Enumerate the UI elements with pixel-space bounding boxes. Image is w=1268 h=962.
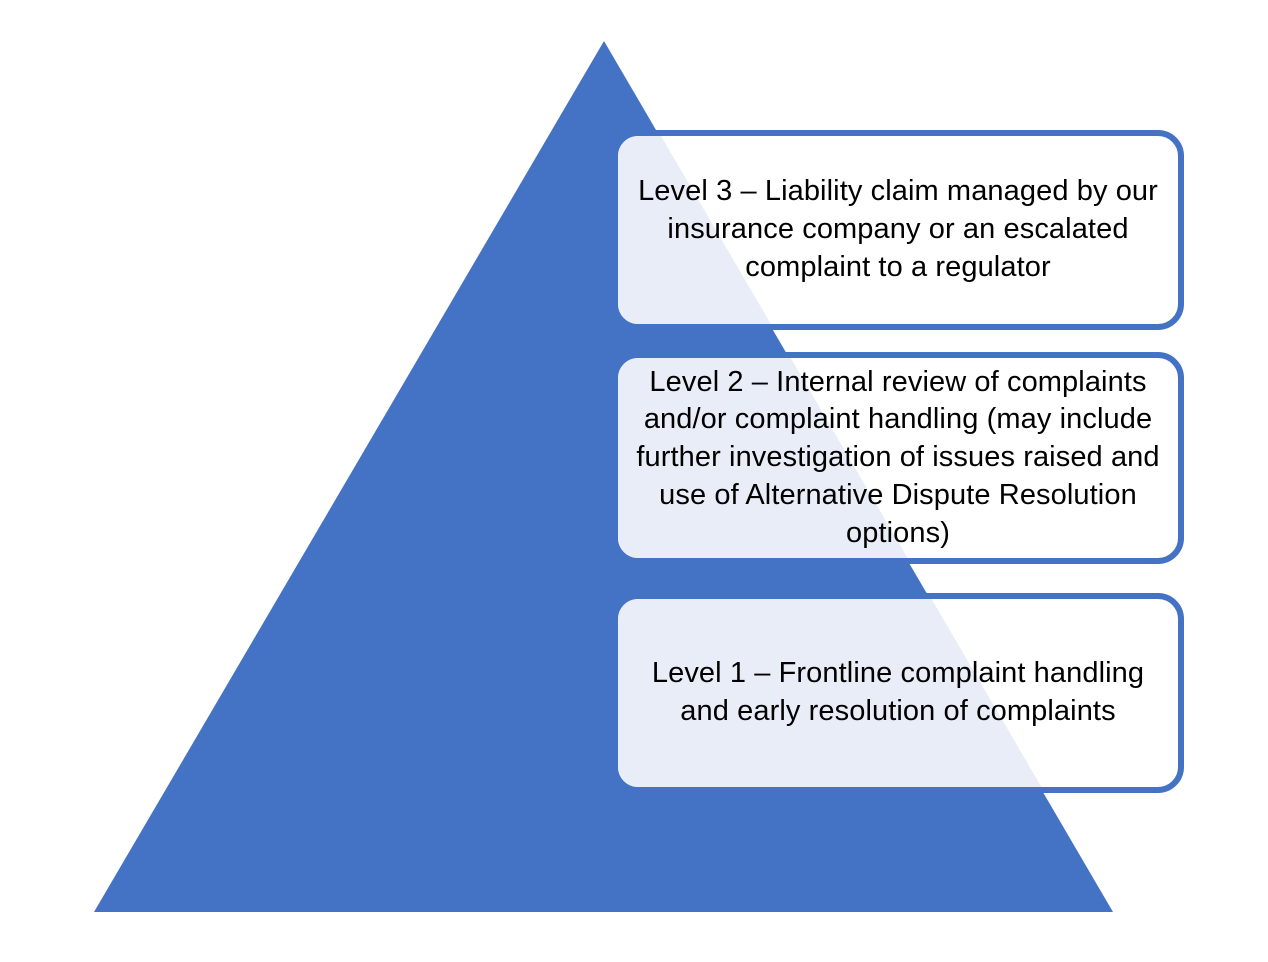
level-3-text: Level 3 – Liability claim managed by our… [638, 175, 1158, 283]
level-1-text: Level 1 – Frontline complaint handling a… [651, 657, 1145, 727]
level-3-box[interactable]: Level 3 – Liability claim managed by our… [612, 130, 1184, 330]
level-2-text: Level 2 – Internal review of complaints … [636, 365, 1160, 549]
level-2-box[interactable]: Level 2 – Internal review of complaints … [612, 352, 1184, 564]
level-1-box[interactable]: Level 1 – Frontline complaint handling a… [612, 593, 1184, 793]
